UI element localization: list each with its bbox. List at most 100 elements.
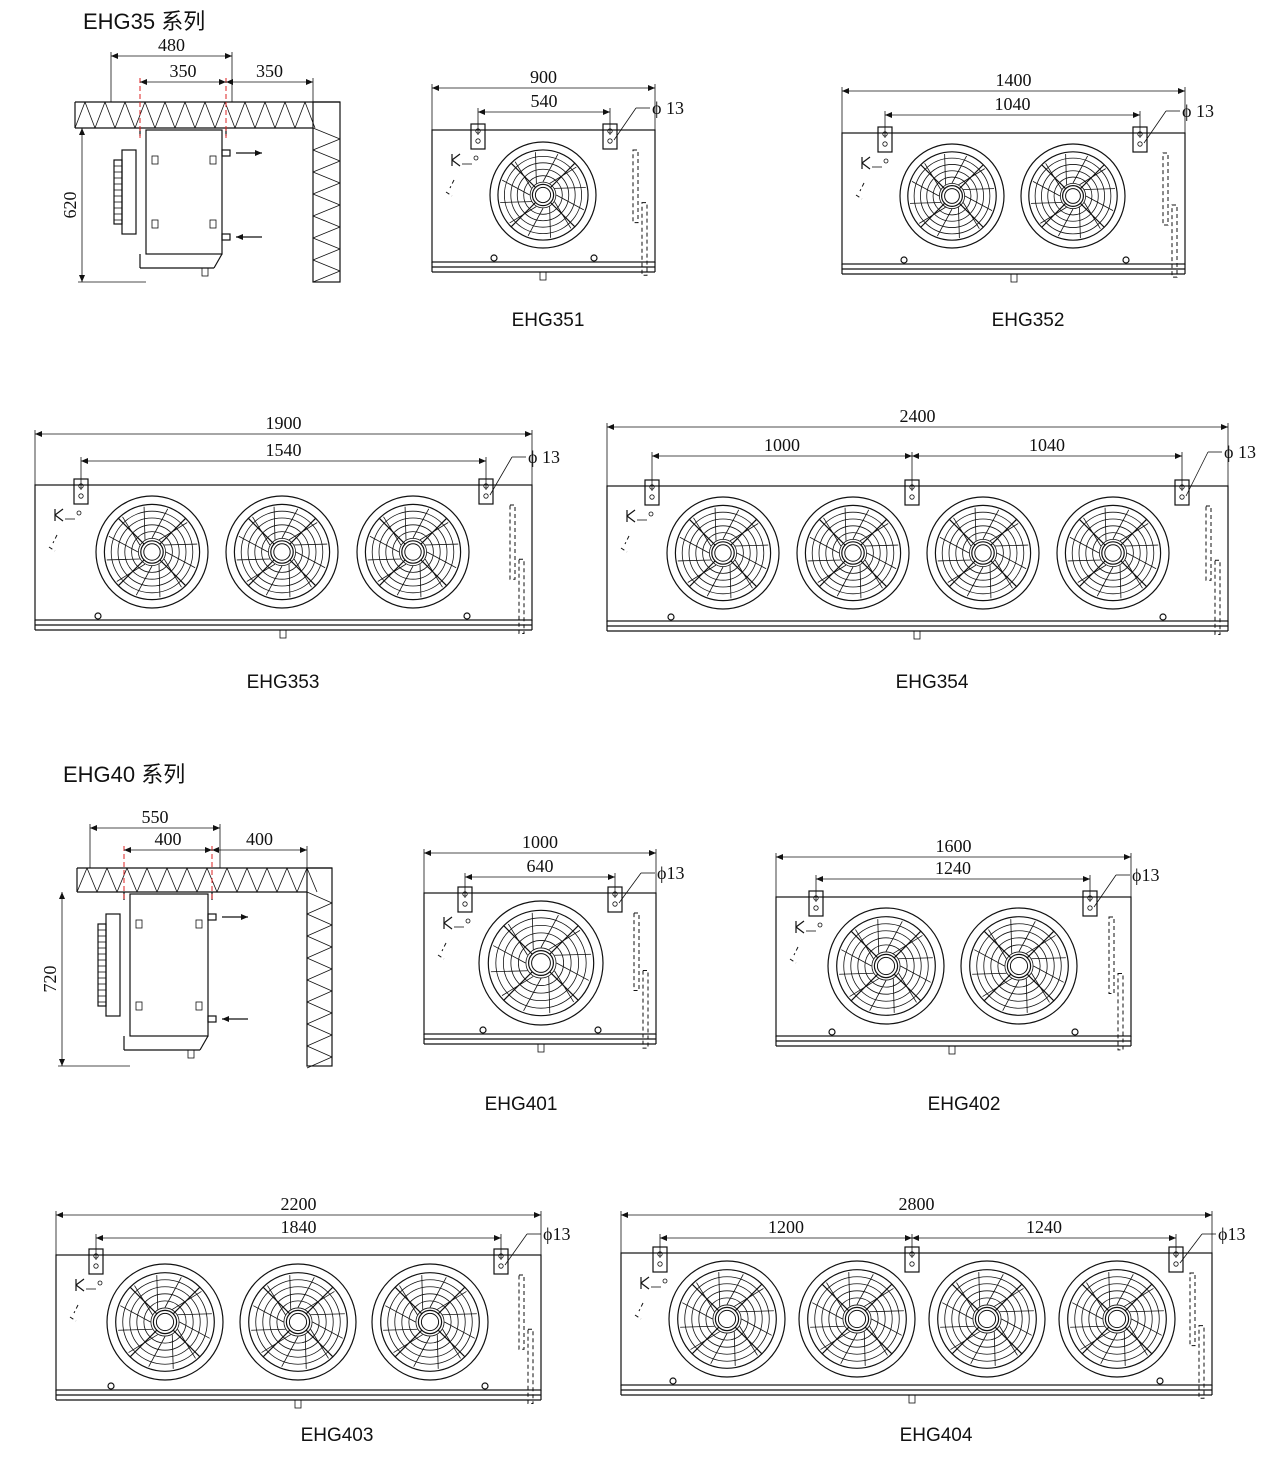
front-ehg351-fan-0 bbox=[489, 141, 597, 249]
front-ehg401-overall-dim-text: 1000 bbox=[522, 832, 558, 852]
front-ehg351-logo bbox=[451, 153, 479, 167]
front-ehg403-drain bbox=[294, 1399, 302, 1409]
front-ehg352-overall-dim: 1400 bbox=[842, 70, 1185, 94]
side-view-40-dim-inner: 400 bbox=[124, 829, 212, 853]
front-ehg351-pipe-b bbox=[641, 202, 648, 276]
side-view-35-fan-side bbox=[121, 149, 137, 235]
front-ehg404-mount-dim-1-text: 1240 bbox=[1026, 1217, 1062, 1237]
front-ehg354-hole-label: ϕ 13 bbox=[1224, 442, 1256, 462]
model-label-ehg404: EHG404 bbox=[899, 1425, 973, 1446]
front-ehg401-bracket-0 bbox=[457, 886, 473, 913]
front-ehg354: 2400 1000 1040 ϕ 13 bbox=[606, 406, 1256, 640]
front-ehg404-drain bbox=[908, 1394, 916, 1404]
front-ehg354-overall-dim: 2400 bbox=[607, 406, 1228, 430]
front-ehg404-fan-0 bbox=[668, 1260, 786, 1378]
front-ehg354-mount-dim-1: 1040 bbox=[912, 435, 1182, 459]
side-view-40-dim-clearance: 400 bbox=[212, 829, 307, 853]
front-ehg404-bracket-0 bbox=[652, 1246, 668, 1273]
front-ehg353-logo bbox=[54, 508, 82, 522]
front-ehg354-fan-0 bbox=[666, 496, 780, 610]
front-ehg403-mount-dim: 1840 bbox=[96, 1217, 501, 1241]
front-ehg352-overall-dim-text: 1400 bbox=[996, 70, 1032, 90]
front-ehg352-mount-dim-text: 1040 bbox=[995, 94, 1031, 114]
front-ehg353-bolt-0 bbox=[94, 612, 102, 620]
front-ehg403-bracket-1 bbox=[493, 1248, 509, 1275]
front-ehg402-fan-1 bbox=[960, 907, 1078, 1025]
front-ehg403-bolt-1 bbox=[481, 1382, 489, 1390]
front-ehg354-casing bbox=[606, 485, 1229, 622]
front-ehg352-fan-1 bbox=[1020, 143, 1126, 249]
front-ehg404-overall-dim-text: 2800 bbox=[899, 1194, 935, 1214]
front-ehg354-bolt-0 bbox=[667, 613, 675, 621]
front-ehg402-casing bbox=[775, 896, 1132, 1037]
front-ehg403-fan-1 bbox=[239, 1263, 357, 1381]
front-ehg401-drain bbox=[537, 1043, 545, 1053]
front-ehg403-hole-label: ϕ13 bbox=[543, 1224, 570, 1244]
front-ehg353-fan-1 bbox=[225, 495, 339, 609]
front-ehg402-bolt-0 bbox=[828, 1028, 836, 1036]
front-ehg403-fan-2 bbox=[371, 1263, 489, 1381]
front-ehg353-overall-dim: 1900 bbox=[35, 413, 532, 437]
side-view-40-dim-total-text: 550 bbox=[142, 807, 169, 827]
side-view-35-unit-body bbox=[145, 129, 223, 255]
front-ehg352-pipe-b bbox=[1171, 204, 1178, 278]
front-ehg404-fan-1 bbox=[798, 1260, 916, 1378]
front-ehg403-fan-0 bbox=[106, 1263, 224, 1381]
front-ehg404-mount-dim-0: 1200 bbox=[660, 1217, 912, 1241]
front-ehg403-logo bbox=[75, 1278, 103, 1292]
model-label-ehg402: EHG402 bbox=[927, 1094, 1001, 1115]
side-view-35-dim-inner: 350 bbox=[140, 61, 226, 85]
front-ehg404-bracket-2 bbox=[1168, 1246, 1184, 1273]
front-ehg353-bracket-1 bbox=[478, 478, 494, 505]
side-view-40-unit-body bbox=[129, 893, 209, 1037]
front-ehg404-bracket-1 bbox=[904, 1246, 920, 1273]
front-ehg404-pipe-b bbox=[1198, 1325, 1205, 1399]
front-ehg404-mount-dim-0-text: 1200 bbox=[768, 1217, 804, 1237]
front-ehg404-fan-3 bbox=[1058, 1260, 1176, 1378]
front-ehg353-mount-dim-text: 1540 bbox=[266, 440, 302, 460]
front-ehg354-bracket-2 bbox=[1174, 479, 1190, 506]
front-ehg401-pipe-b bbox=[642, 970, 649, 1049]
side-view-40-dim-inner-text: 400 bbox=[155, 829, 182, 849]
front-ehg402-mount-dim-text: 1240 bbox=[935, 858, 971, 878]
front-ehg402-bracket-0 bbox=[808, 890, 824, 917]
front-ehg403-overall-dim-text: 2200 bbox=[281, 1194, 317, 1214]
front-ehg354-bracket-0 bbox=[644, 479, 660, 506]
front-ehg402-mount-dim: 1240 bbox=[816, 858, 1090, 882]
front-ehg402-pipe-b bbox=[1117, 972, 1124, 1051]
front-ehg354-fan-3 bbox=[1056, 496, 1170, 610]
front-ehg402-logo bbox=[795, 920, 823, 934]
front-ehg403-mount-dim-text: 1840 bbox=[281, 1217, 317, 1237]
front-ehg354-pipe-a bbox=[1205, 505, 1212, 581]
side-view-35-dim-total-text: 480 bbox=[158, 35, 185, 55]
front-ehg352-fan-0 bbox=[899, 143, 1005, 249]
side-view-40-dim-height-text: 720 bbox=[40, 966, 60, 993]
front-ehg402-bolt-1 bbox=[1071, 1028, 1079, 1036]
model-label-ehg354: EHG354 bbox=[895, 672, 969, 693]
front-ehg404-hole-label: ϕ13 bbox=[1218, 1224, 1245, 1244]
front-ehg354-logo bbox=[626, 509, 654, 523]
side-view-35-dim-total: 480 bbox=[111, 35, 232, 59]
front-ehg403-overall-dim: 2200 bbox=[56, 1194, 541, 1218]
front-ehg401-bolt-0 bbox=[479, 1026, 487, 1034]
front-ehg352-bolt-1 bbox=[1122, 256, 1130, 264]
side-view-35-dim-height-text: 620 bbox=[60, 192, 80, 219]
front-ehg354-pipe-b bbox=[1214, 559, 1221, 635]
front-ehg354-mount-dim-0-text: 1000 bbox=[764, 435, 800, 455]
front-ehg354-mount-dim-1-text: 1040 bbox=[1029, 435, 1065, 455]
front-ehg402-overall-dim-text: 1600 bbox=[936, 836, 972, 856]
front-ehg353-mount-dim: 1540 bbox=[81, 440, 486, 464]
front-ehg351-mount-dim-text: 540 bbox=[531, 91, 558, 111]
front-ehg352-bracket-1 bbox=[1132, 126, 1148, 153]
front-ehg353-overall-dim-text: 1900 bbox=[266, 413, 302, 433]
side-view-40-fan-side bbox=[105, 913, 121, 1017]
front-ehg401-bolt-1 bbox=[594, 1026, 602, 1034]
front-ehg351-casing bbox=[431, 129, 656, 263]
front-ehg404-mount-dim-1: 1240 bbox=[912, 1217, 1176, 1241]
front-ehg401-mount-dim-text: 640 bbox=[527, 856, 554, 876]
